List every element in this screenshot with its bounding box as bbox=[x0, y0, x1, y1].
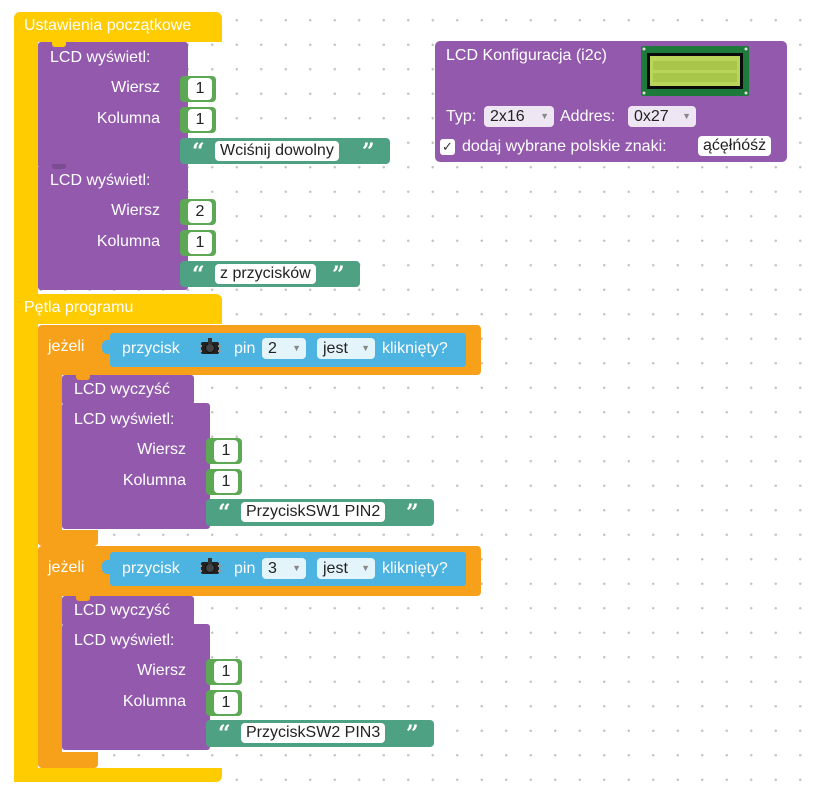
lcd-clear-label: LCD wyczyść bbox=[74, 602, 171, 619]
lcd-display-label: LCD wyświetl: bbox=[50, 49, 151, 66]
pin-label: pin bbox=[234, 560, 256, 577]
pin-value: 3 bbox=[268, 560, 277, 577]
text-value[interactable]: PrzyciskSW1 PIN2 bbox=[241, 502, 386, 522]
lcd-clear-label: LCD wyczyść bbox=[74, 381, 171, 398]
row-value[interactable]: 1 bbox=[188, 78, 212, 100]
push-button-icon bbox=[199, 338, 221, 354]
state-value: jest bbox=[323, 560, 348, 577]
row-label: Wiersz bbox=[137, 441, 186, 458]
clicked-label: kliknięty? bbox=[382, 340, 448, 357]
state-dropdown[interactable]: jest ▼ bbox=[317, 338, 375, 359]
state-value: jest bbox=[323, 340, 348, 357]
setup-title: Ustawienia początkowe bbox=[24, 17, 192, 34]
text-value[interactable]: z przycisków bbox=[215, 264, 316, 284]
clicked-label: kliknięty? bbox=[382, 560, 448, 577]
push-button-icon bbox=[199, 558, 221, 574]
pin-label: pin bbox=[234, 340, 256, 357]
lcd-clear-block[interactable] bbox=[62, 596, 194, 626]
setup-rail bbox=[14, 40, 38, 782]
lcd-config-title: LCD Konfiguracja (i2c) bbox=[446, 47, 607, 64]
text-value[interactable]: PrzyciskSW2 PIN3 bbox=[241, 723, 386, 743]
address-label: Addres: bbox=[560, 108, 616, 125]
dropdown-arrow-icon: ▼ bbox=[540, 111, 549, 121]
open-quote-icon: “ bbox=[218, 721, 231, 747]
polish-chars-field[interactable]: ąćęłńóśż bbox=[698, 136, 772, 156]
row-label: Wiersz bbox=[111, 202, 160, 219]
if-rail bbox=[38, 370, 62, 544]
lcd-display-block[interactable] bbox=[38, 165, 188, 290]
close-quote-icon: ” bbox=[406, 500, 419, 526]
dropdown-arrow-icon: ▼ bbox=[292, 563, 301, 573]
polish-chars-label: dodaj wybrane polskie znaki: bbox=[462, 138, 667, 155]
column-value[interactable]: 1 bbox=[188, 109, 212, 131]
dropdown-arrow-icon: ▼ bbox=[361, 563, 370, 573]
lcd-display-label: LCD wyświetl: bbox=[74, 632, 175, 649]
type-value: 2x16 bbox=[490, 108, 525, 125]
if-rail bbox=[38, 590, 62, 764]
if-label: jeżeli bbox=[48, 559, 85, 576]
pin-dropdown[interactable]: 3▼ bbox=[262, 558, 306, 579]
setup-block[interactable] bbox=[14, 12, 222, 42]
column-value[interactable]: 1 bbox=[214, 692, 238, 714]
lcd-display-block[interactable] bbox=[38, 42, 188, 168]
column-label: Kolumna bbox=[122, 472, 186, 489]
open-quote-icon: “ bbox=[192, 139, 205, 165]
if-bottom bbox=[38, 752, 98, 768]
close-quote-icon: ” bbox=[362, 139, 375, 165]
column-label: Kolumna bbox=[122, 693, 186, 710]
lcd-clear-block[interactable] bbox=[62, 375, 194, 405]
row-value[interactable]: 1 bbox=[214, 661, 238, 683]
column-value[interactable]: 1 bbox=[214, 471, 238, 493]
column-label: Kolumna bbox=[96, 110, 160, 127]
lcd-display-label: LCD wyświetl: bbox=[50, 172, 151, 189]
button-label: przycisk bbox=[122, 560, 180, 577]
row-value[interactable]: 2 bbox=[188, 201, 212, 223]
type-label: Typ: bbox=[446, 108, 477, 125]
row-label: Wiersz bbox=[111, 79, 160, 96]
column-label: Kolumna bbox=[96, 233, 160, 250]
block-notch bbox=[76, 596, 90, 601]
column-value[interactable]: 1 bbox=[188, 232, 212, 254]
text-value[interactable]: Wciśnij dowolny bbox=[215, 141, 339, 161]
pin-dropdown[interactable]: 2▼ bbox=[262, 338, 306, 359]
lcd-display-block[interactable] bbox=[62, 624, 210, 750]
lcd-display-block[interactable] bbox=[62, 403, 210, 529]
type-dropdown[interactable]: 2x16 ▼ bbox=[484, 106, 554, 127]
pin-value: 2 bbox=[268, 340, 277, 357]
dropdown-arrow-icon: ▼ bbox=[682, 111, 691, 121]
lcd-module-icon bbox=[641, 46, 749, 96]
open-quote-icon: “ bbox=[192, 262, 205, 288]
close-quote-icon: ” bbox=[406, 721, 419, 747]
loop-block[interactable] bbox=[14, 294, 222, 324]
dropdown-arrow-icon: ▼ bbox=[292, 343, 301, 353]
lcd-display-label: LCD wyświetl: bbox=[74, 411, 175, 428]
state-dropdown[interactable]: jest ▼ bbox=[317, 558, 375, 579]
button-label: przycisk bbox=[122, 340, 180, 357]
loop-title: Pętla programu bbox=[24, 299, 134, 316]
block-plug bbox=[102, 560, 111, 574]
address-dropdown[interactable]: 0x27 ▼ bbox=[628, 106, 696, 127]
dropdown-arrow-icon: ▼ bbox=[361, 343, 370, 353]
loop-bottom bbox=[14, 768, 222, 782]
row-label: Wiersz bbox=[137, 662, 186, 679]
polish-chars-checkbox[interactable]: ✓ bbox=[440, 139, 455, 155]
block-notch bbox=[76, 375, 90, 380]
address-value: 0x27 bbox=[634, 108, 669, 125]
block-plug bbox=[102, 340, 111, 354]
row-value[interactable]: 1 bbox=[214, 440, 238, 462]
close-quote-icon: ” bbox=[332, 262, 345, 288]
block-notch bbox=[52, 42, 66, 47]
if-bottom bbox=[38, 530, 98, 546]
open-quote-icon: “ bbox=[218, 500, 231, 526]
block-notch bbox=[52, 164, 66, 169]
if-label: jeżeli bbox=[48, 338, 85, 355]
